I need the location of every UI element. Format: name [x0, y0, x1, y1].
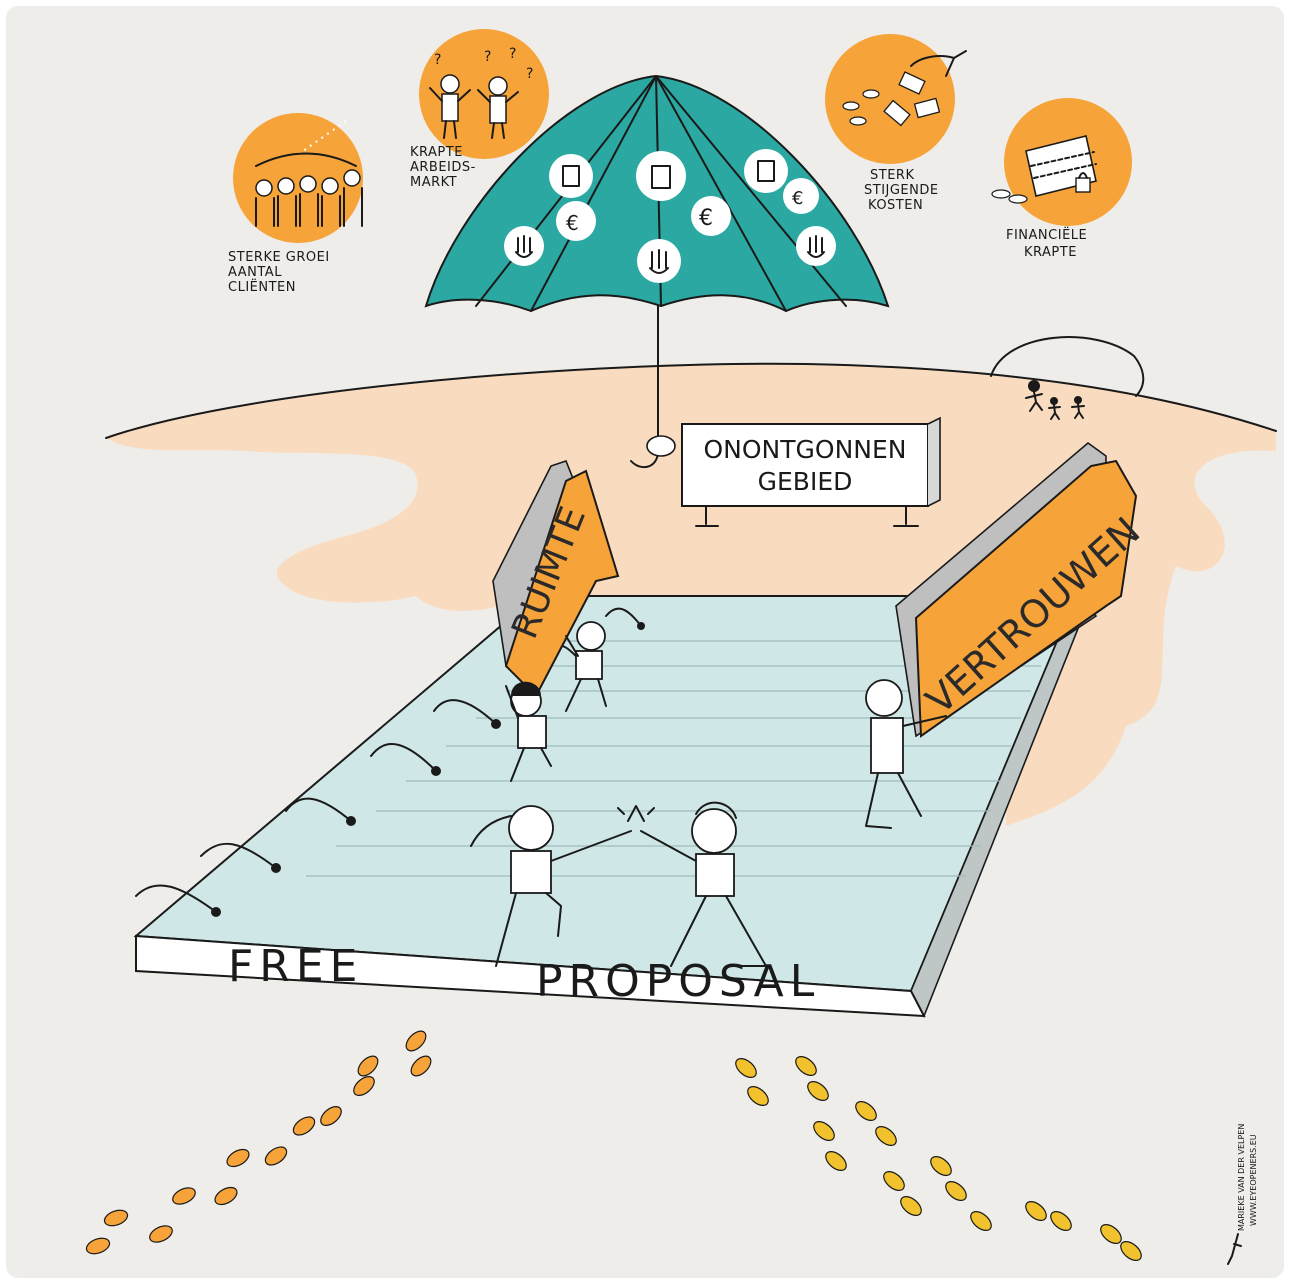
- svg-text:?: ?: [484, 49, 491, 65]
- issue-costs-line-1: STERK: [870, 168, 914, 183]
- issue-labour-badge: [419, 29, 549, 159]
- space-arrow-sign: RUIMTE: [492, 460, 620, 698]
- illustration-canvas: STERKE GROEI AANTAL CLIËNTEN ? ? ? ? KRA…: [6, 6, 1284, 1278]
- issue-costs-line-3: KOSTEN: [868, 198, 923, 213]
- issue-clients: STERKE GROEI AANTAL CLIËNTEN: [228, 113, 363, 295]
- issue-finance-line-2: KRAPTE: [1024, 245, 1077, 260]
- issue-costs: STERK STIJGENDE KOSTEN: [825, 34, 967, 213]
- platform-word-proposal: PROPOSAL: [536, 956, 820, 1007]
- artist-credit: MARIEKE VAN DER VELPEN WWW.EYEOPENERS.EU: [1227, 1124, 1258, 1265]
- confused-people-icon: ? ? ? ?: [429, 46, 533, 139]
- chained-wallet-icon: [991, 135, 1097, 204]
- footprints-right: [735, 1056, 1142, 1261]
- sign-line-2: GEBIED: [758, 467, 853, 496]
- issue-labour-market: ? ? ? ? KRAPTE ARBEIDS- MARKT: [410, 29, 549, 190]
- svg-text:?: ?: [509, 46, 516, 62]
- crowd-icon: [255, 120, 363, 227]
- issue-labour-line-2: ARBEIDS-: [410, 160, 476, 175]
- free-proposal-platform: FREE PROPOSAL: [133, 593, 1082, 1018]
- issue-clients-line-1: STERKE GROEI: [228, 250, 330, 265]
- sign-line-1: ONONTGONNEN: [704, 435, 907, 464]
- credit-name: MARIEKE VAN DER VELPEN: [1237, 1124, 1246, 1231]
- money-hand-icon: [842, 50, 967, 127]
- platform-word-free: FREE: [228, 941, 363, 992]
- issue-labour-line-1: KRAPTE: [410, 145, 463, 160]
- issue-finance: FINANCIËLE KRAPTE: [991, 98, 1132, 260]
- svg-text:€: €: [699, 206, 713, 231]
- robot-icon: [744, 149, 788, 193]
- illustration-svg: STERKE GROEI AANTAL CLIËNTEN ? ? ? ? KRA…: [85, 29, 1277, 1265]
- svg-text:?: ?: [526, 66, 533, 82]
- issue-labour-line-3: MARKT: [410, 175, 457, 190]
- issue-clients-badge: [233, 113, 363, 243]
- euro-icon: [556, 201, 596, 241]
- robot-icon: [549, 154, 593, 198]
- euro-icon: [783, 178, 819, 214]
- svg-text:?: ?: [434, 52, 441, 68]
- footprints-left: [85, 1030, 432, 1255]
- sand-area: [106, 363, 1276, 826]
- issue-clients-line-2: AANTAL: [228, 265, 282, 280]
- horizon-sun-icon: [990, 336, 1145, 420]
- euro-icon: [691, 196, 731, 236]
- pen-icon: [1227, 1233, 1242, 1265]
- svg-text:€: €: [792, 188, 803, 209]
- robot-icon: [636, 151, 686, 201]
- credit-url: WWW.EYEOPENERS.EU: [1249, 1134, 1258, 1226]
- issue-costs-badge: [825, 34, 955, 164]
- horizon-line: [105, 362, 1277, 439]
- unexplored-area-sign: ONONTGONNEN GEBIED: [681, 416, 941, 527]
- person-figures: [470, 621, 947, 967]
- umbrella-icon: € € €: [424, 74, 890, 469]
- issue-clients-line-3: CLIËNTEN: [228, 279, 296, 295]
- svg-text:€: €: [566, 211, 579, 235]
- issue-finance-line-1: FINANCIËLE: [1006, 227, 1087, 243]
- issue-costs-line-2: STIJGENDE: [864, 183, 939, 198]
